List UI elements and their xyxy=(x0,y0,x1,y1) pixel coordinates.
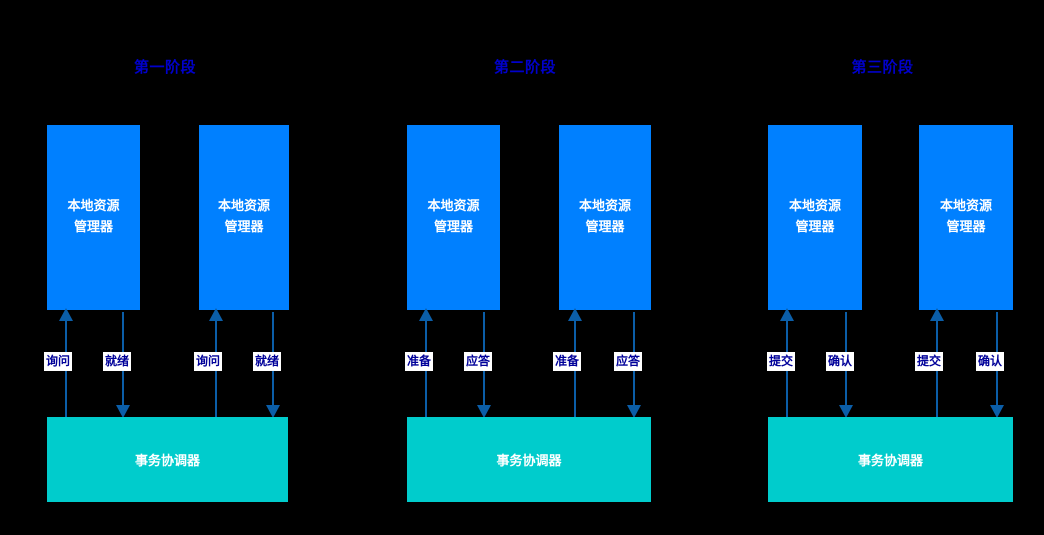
rm-label-line2: 管理器 xyxy=(795,219,835,235)
phase-3-arrowhead-down-1 xyxy=(839,405,853,418)
rm-label-line2: 管理器 xyxy=(73,219,113,235)
phase-3-title: 第三阶段 xyxy=(851,58,914,76)
phase-3-arrowhead-up-1 xyxy=(780,308,794,321)
phase-2-edge-label-4: 应答 xyxy=(614,352,643,371)
phase-3-edge-label-1: 提交 xyxy=(767,352,796,371)
rm-label-line1: 本地资源 xyxy=(788,199,841,215)
phase-1-edge-label-2: 就绪 xyxy=(103,352,132,371)
phase-1-resource-manager-2: 本地资源 管理器 xyxy=(199,125,289,310)
phase-1-edge-label-4: 就绪 xyxy=(253,352,282,371)
phase-2-group: 第二阶段 本地资源 管理器 本地资源 管理器 准备 应答 准备 应答 事务协调器 xyxy=(360,0,690,535)
phase-1-edge-label-1: 询问 xyxy=(44,352,73,371)
phase-3-group: 第三阶段 本地资源 管理器 本地资源 管理器 提交 确认 提交 确认 事务协调器 xyxy=(721,0,1044,535)
phase-1-title: 第一阶段 xyxy=(133,58,196,76)
phase-1-group: 第一阶段 本地资源 管理器 本地资源 管理器 询问 就绪 询问 就绪 事务协调器 xyxy=(0,0,330,535)
phase-2-resource-manager-1: 本地资源 管理器 xyxy=(407,125,500,310)
rm-label-line2: 管理器 xyxy=(224,219,264,235)
phase-2-edge-label-1: 准备 xyxy=(405,352,434,371)
rm-label-line1: 本地资源 xyxy=(67,199,120,215)
phase-2-arrowhead-down-1 xyxy=(477,405,491,418)
phase-2-edge-label-2: 应答 xyxy=(464,352,493,371)
phase-3-transaction-coordinator: 事务协调器 xyxy=(768,417,1013,502)
phase-2-arrowhead-up-2 xyxy=(568,308,582,321)
phase-3-resource-manager-1: 本地资源 管理器 xyxy=(768,125,862,310)
rm-label-line2: 管理器 xyxy=(946,219,986,235)
phase-2-edge-label-3: 准备 xyxy=(553,352,582,371)
phase-1-edge-label-3: 询问 xyxy=(194,352,223,371)
rm-label-line1: 本地资源 xyxy=(217,199,270,215)
rm-label-line1: 本地资源 xyxy=(427,199,480,215)
phase-3-arrowhead-up-2 xyxy=(930,308,944,321)
phase-1-arrowhead-up-1 xyxy=(59,308,73,321)
phase-2-title: 第二阶段 xyxy=(493,58,556,76)
phase-3-edge-label-2: 确认 xyxy=(826,352,855,371)
rm-label-line2: 管理器 xyxy=(433,219,473,235)
phase-3-edge-label-3: 提交 xyxy=(915,352,944,371)
phase-2-resource-manager-2: 本地资源 管理器 xyxy=(559,125,651,310)
phase-3-resource-manager-2: 本地资源 管理器 xyxy=(919,125,1013,310)
phase-2-arrowhead-down-2 xyxy=(627,405,641,418)
phase-1-arrowhead-up-2 xyxy=(209,308,223,321)
phase-3-edge-label-4: 确认 xyxy=(976,352,1005,371)
rm-label-line1: 本地资源 xyxy=(939,199,992,215)
phase-2-arrowhead-up-1 xyxy=(419,308,433,321)
phase-1-resource-manager-1: 本地资源 管理器 xyxy=(47,125,140,310)
phase-1-arrowhead-down-2 xyxy=(266,405,280,418)
rm-label-line2: 管理器 xyxy=(585,219,625,235)
phase-2-transaction-coordinator: 事务协调器 xyxy=(407,417,651,502)
phase-1-arrowhead-down-1 xyxy=(116,405,130,418)
phase-1-transaction-coordinator: 事务协调器 xyxy=(47,417,288,502)
phase-3-arrowhead-down-2 xyxy=(990,405,1004,418)
rm-label-line1: 本地资源 xyxy=(578,199,631,215)
